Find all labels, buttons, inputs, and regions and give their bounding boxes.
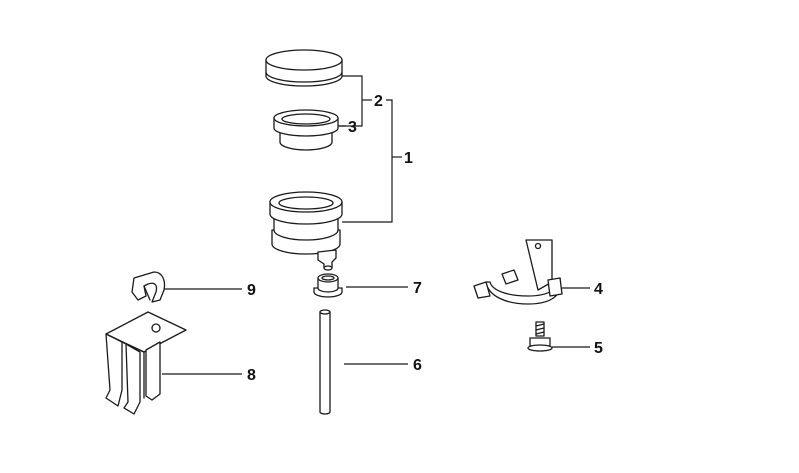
callout-8: 8 <box>247 367 256 384</box>
part-seal-ring[interactable] <box>273 109 339 151</box>
callout-2: 2 <box>374 93 383 110</box>
part-reservoir-cap[interactable] <box>265 49 343 87</box>
callout-4: 4 <box>594 281 603 298</box>
part-hose[interactable] <box>319 309 331 415</box>
callout-3: 3 <box>348 119 357 136</box>
part-holder[interactable] <box>473 239 563 305</box>
callout-5: 5 <box>594 340 603 357</box>
part-bracket[interactable] <box>105 311 187 415</box>
part-grommet[interactable] <box>313 273 343 298</box>
part-small-clip[interactable] <box>131 271 166 303</box>
leader-2 <box>338 75 363 127</box>
part-bolt[interactable] <box>527 321 553 352</box>
leader-lines <box>162 75 590 375</box>
leader-1 <box>342 99 393 223</box>
part-reservoir[interactable] <box>269 191 343 271</box>
callout-7: 7 <box>413 280 422 297</box>
callout-6: 6 <box>413 357 422 374</box>
callout-9: 9 <box>247 282 256 299</box>
callout-1: 1 <box>404 150 413 167</box>
